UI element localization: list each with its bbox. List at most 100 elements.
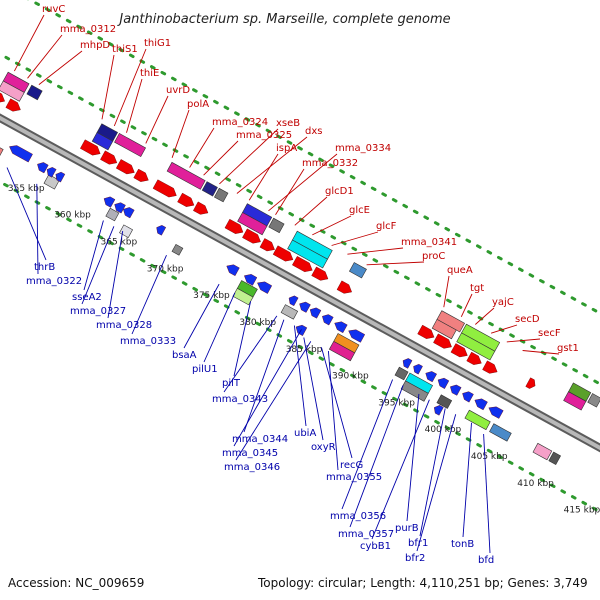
genome-backbone — [0, 113, 600, 453]
reverse-leader-line — [233, 329, 302, 447]
forward-leader-line — [294, 196, 328, 226]
forward-block-8 — [201, 181, 218, 197]
reverse-leader-line — [320, 347, 353, 459]
forward-leader-line — [113, 48, 147, 127]
reverse-arrow-7 — [123, 207, 135, 219]
reverse-block-11 — [394, 366, 409, 381]
forward-block-17 — [431, 318, 457, 340]
reverse-arrow-13 — [299, 301, 311, 313]
forward-arrow-5 — [115, 159, 135, 175]
dotted-line-1 — [0, 52, 600, 386]
forward-leader-line — [490, 324, 518, 334]
forward-gene-label: secD — [515, 314, 540, 325]
forward-block-6 — [114, 132, 147, 158]
reverse-arrow-17 — [348, 329, 366, 343]
reverse-arrow-9 — [226, 264, 240, 277]
reverse-leader-line — [416, 414, 457, 552]
forward-leader-line — [268, 153, 338, 212]
forward-gene-label: xseB — [276, 118, 300, 129]
forward-arrow-21 — [482, 360, 498, 374]
forward-gene-label: mhpD — [80, 40, 110, 51]
forward-arrow-8 — [177, 192, 195, 207]
dotted-line-2 — [0, 180, 600, 514]
reverse-gene-label: cybB1 — [360, 541, 391, 552]
reverse-leader-line — [462, 422, 472, 538]
reverse-leader-line — [341, 379, 394, 510]
forward-gene-label: mma_0324 — [212, 117, 268, 128]
reverse-arrow-6 — [114, 202, 126, 214]
reverse-block-10 — [328, 340, 356, 362]
reverse-leader-line — [223, 315, 278, 393]
reverse-arrow-27 — [433, 405, 444, 416]
forward-leader-line — [443, 275, 450, 308]
reverse-gene-label: recG — [340, 460, 363, 471]
forward-arrow-11 — [242, 228, 261, 244]
reverse-gene-label: ubiA — [294, 428, 316, 439]
forward-leader-line — [475, 307, 495, 325]
forward-leader-line — [506, 338, 541, 343]
reverse-gene-label: bfr1 — [408, 538, 428, 549]
tick-label: 365 kbp — [101, 238, 138, 248]
forward-gene-label: mma_0341 — [401, 237, 457, 248]
reverse-gene-label: pilT — [222, 378, 241, 389]
forward-gene-label: yajC — [492, 297, 514, 308]
reverse-block-16 — [489, 423, 512, 442]
forward-leader-line — [219, 128, 279, 185]
forward-gene-label: ruvC — [42, 4, 65, 15]
reverse-leader-line — [36, 183, 39, 275]
reverse-arrow-4 — [55, 171, 66, 183]
reverse-gene-label: mma_0343 — [212, 394, 268, 405]
reverse-gene-label: mma_0346 — [224, 462, 280, 473]
forward-leader-line — [38, 50, 83, 85]
reverse-block-2 — [43, 174, 60, 190]
reverse-arrow-1 — [9, 145, 33, 163]
forward-arrow-20 — [466, 351, 482, 365]
reverse-block-15 — [464, 409, 491, 431]
forward-block-15 — [348, 262, 367, 279]
reverse-leader-line — [349, 385, 404, 528]
reverse-leader-line — [371, 399, 430, 540]
forward-block-14 — [287, 239, 328, 269]
reverse-gene-label: bfr2 — [405, 553, 425, 564]
reverse-gene-label: mma_0322 — [26, 276, 82, 287]
forward-arrow-10 — [224, 218, 244, 234]
reverse-leader-line — [203, 292, 236, 363]
accession-text: Accession: NC_009659 — [8, 576, 144, 590]
reverse-arrow-11 — [257, 281, 273, 294]
reverse-arrow-8 — [156, 225, 167, 236]
dotted-guide-lines — [0, 0, 600, 514]
forward-leader-line — [312, 215, 352, 236]
tick-label: 380 kbp — [239, 318, 276, 328]
forward-gene-label: polA — [187, 99, 209, 110]
reverse-arrow-24 — [462, 391, 474, 403]
forward-leader-line — [366, 261, 425, 266]
forward-leader-line — [236, 136, 308, 194]
reverse-leader-line — [243, 319, 285, 433]
reverse-leader-line — [6, 167, 47, 261]
reverse-leader-line — [131, 255, 167, 335]
forward-leader-line — [203, 140, 239, 176]
reverse-gene-label: tonB — [451, 539, 474, 550]
forward-leader-line — [275, 168, 305, 215]
reverse-gene-label: bfd — [478, 555, 494, 566]
reverse-leader-line — [327, 350, 339, 471]
forward-block-9 — [213, 187, 229, 203]
forward-arrow-22 — [525, 377, 536, 389]
forward-arrow-13 — [272, 245, 294, 262]
forward-arrow-3 — [80, 139, 101, 156]
reverse-arrow-20 — [413, 363, 423, 375]
forward-leader-line — [145, 95, 169, 144]
reverse-arrow-5 — [103, 196, 116, 208]
reverse-arrow-15 — [322, 314, 334, 326]
reverse-gene-labels: thrBmma_0322sseA2mma_0327mma_0328mma_033… — [6, 167, 494, 566]
reverse-leader-line — [406, 393, 420, 522]
forward-gene-label: glcE — [349, 205, 370, 216]
gene-arrows — [0, 92, 536, 419]
reverse-arrow-16 — [334, 321, 348, 334]
forward-leader-line — [347, 247, 404, 255]
reverse-arrow-14 — [309, 307, 322, 319]
reverse-gene-label: mma_0328 — [96, 320, 152, 331]
genome-summary-text: Topology: circular; Length: 4,110,251 bp… — [257, 576, 588, 590]
